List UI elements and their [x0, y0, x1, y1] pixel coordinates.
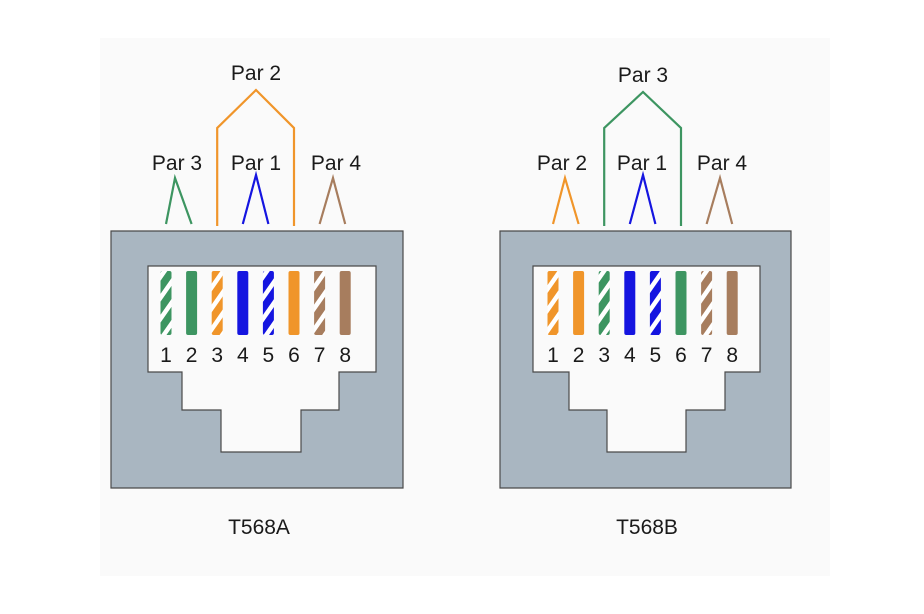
pair-link-par-4: [318, 173, 347, 225]
wire-contacts: [547, 271, 738, 335]
wire-pin-7-striped: [701, 271, 713, 335]
pair-label-par-4: Par 4: [311, 152, 362, 175]
pin-number-2: 2: [186, 344, 198, 367]
wire-pin-2-solid: [573, 271, 585, 335]
wire-pin-1-striped: [160, 271, 172, 335]
pin-number-3: 3: [598, 344, 610, 367]
wire-pin-3-striped: [211, 271, 223, 335]
pair-label-par-3: Par 3: [618, 64, 668, 87]
pair-label-par-3: Par 3: [152, 152, 202, 175]
pin-number-4: 4: [624, 344, 636, 367]
pair-link-par-3: [164, 173, 193, 225]
pin-number-8: 8: [726, 344, 738, 367]
wire-pin-5-striped: [262, 271, 274, 335]
pin-number-8: 8: [339, 344, 351, 367]
pin-number-1: 1: [160, 344, 172, 367]
pin-number-7: 7: [701, 344, 713, 367]
wire-pin-6-solid: [288, 271, 300, 335]
pair-link-par-1: [628, 170, 657, 225]
wire-pin-5-striped: [649, 271, 661, 335]
pair-label-par-2: Par 2: [537, 152, 587, 175]
pin-number-1: 1: [547, 344, 559, 367]
pair-label-par-1: Par 1: [617, 152, 667, 175]
pair-label-par-2: Par 2: [231, 62, 281, 85]
pair-labels: Par 2 Par 3 Par 1 Par 4: [537, 64, 748, 175]
pair-link-par-2: [551, 173, 580, 225]
pair-label-par-1: Par 1: [231, 152, 281, 175]
pair-link-par-1: [241, 170, 270, 225]
wire-pin-8-solid: [726, 271, 738, 335]
pair-link-par-4: [705, 173, 734, 225]
standard-label: T568A: [228, 516, 290, 539]
pin-number-2: 2: [573, 344, 585, 367]
pin-number-5: 5: [263, 344, 275, 367]
pair-links: [551, 90, 734, 226]
wire-pin-8-solid: [339, 271, 351, 335]
wire-pin-6-solid: [675, 271, 687, 335]
pin-number-4: 4: [237, 344, 249, 367]
standard-label: T568B: [616, 516, 678, 539]
wire-pin-2-solid: [186, 271, 198, 335]
pin-number-7: 7: [314, 344, 326, 367]
pair-label-par-4: Par 4: [697, 152, 748, 175]
figure-background: [100, 38, 830, 576]
pair-link-par-2: [216, 88, 296, 226]
pin-number-5: 5: [650, 344, 662, 367]
jack-body: [499, 230, 792, 489]
wire-pin-1-striped: [547, 271, 559, 335]
jack-body: [110, 230, 404, 489]
pair-labels: Par 3 Par 2 Par 1 Par 4: [152, 62, 362, 175]
wire-pin-4-solid: [237, 271, 249, 335]
pin-number-3: 3: [211, 344, 223, 367]
wire-pin-4-solid: [624, 271, 636, 335]
wire-pin-3-striped: [598, 271, 610, 335]
wire-contacts: [160, 271, 351, 335]
pin-number-6: 6: [288, 344, 300, 367]
pin-number-6: 6: [675, 344, 687, 367]
wire-pin-7-striped: [314, 271, 326, 335]
pair-link-par-3: [603, 90, 683, 226]
pair-links: [164, 88, 347, 226]
